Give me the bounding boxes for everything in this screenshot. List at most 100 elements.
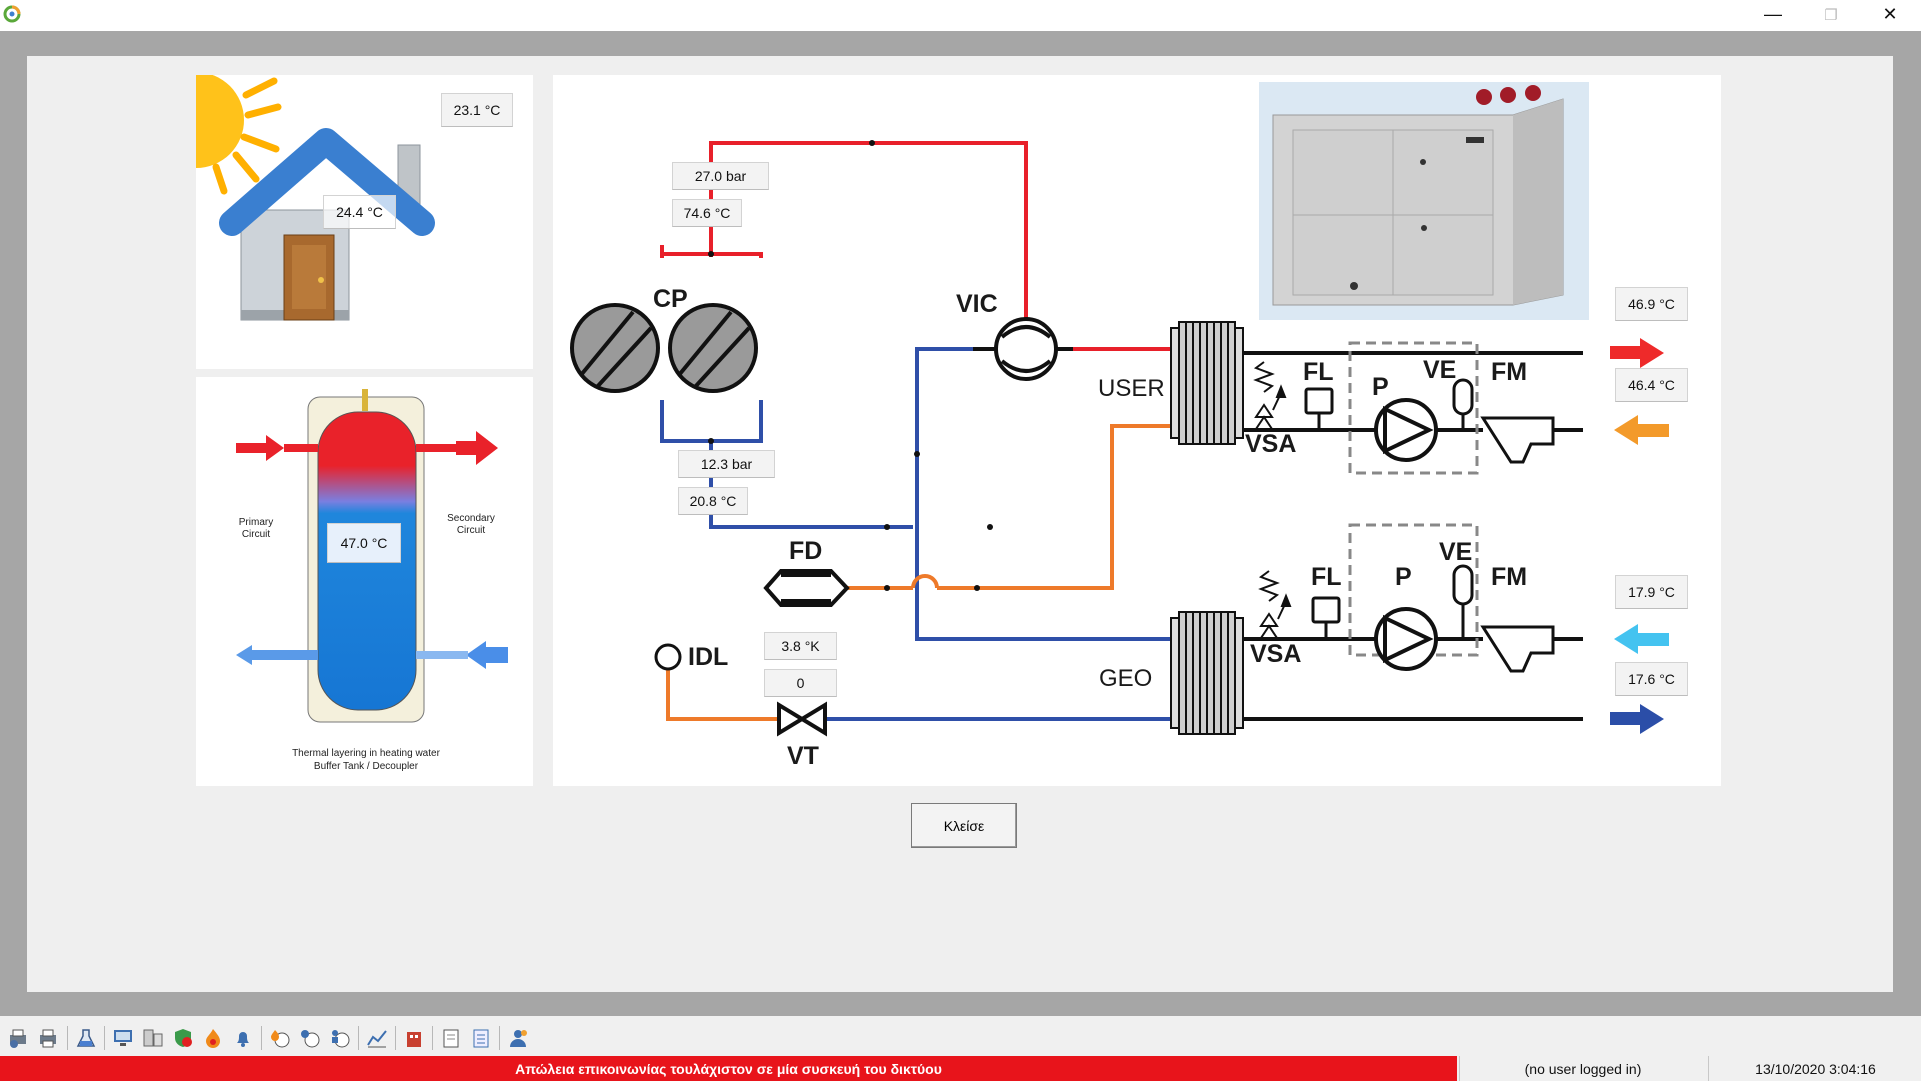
tank-temp-value: 47.0 °C [327, 523, 401, 563]
tank-caption-line1: Thermal layering in heating water [292, 748, 440, 759]
discharge-main-pipe [709, 141, 1028, 325]
compressor-2 [668, 303, 758, 393]
close-window-button[interactable]: ✕ [1882, 4, 1898, 24]
user-to-fd-pipe [937, 424, 1171, 590]
building-icon[interactable] [403, 1027, 425, 1049]
flow-meter-top [1480, 416, 1555, 464]
toolbar-separator [261, 1026, 262, 1050]
user-return-arrow [1614, 415, 1669, 445]
outside-temp-value: 23.1 °C [441, 93, 513, 127]
pump-top [1374, 398, 1438, 462]
filter-drier [763, 569, 850, 607]
maximize-button[interactable]: ❐ [1824, 6, 1838, 24]
safety-valve-top [1253, 361, 1287, 430]
pump-group-top [1348, 341, 1479, 475]
secondary-circuit-label: Secondary Circuit [447, 513, 495, 536]
flow-meter-bottom [1480, 625, 1555, 673]
list-icon[interactable] [470, 1027, 492, 1049]
monitor-icon[interactable] [112, 1027, 134, 1049]
bell-icon[interactable] [232, 1027, 254, 1049]
logged-user-text: (no user logged in) [1459, 1056, 1706, 1081]
secondary-hot-arrow [416, 431, 498, 465]
fire-alarm-icon[interactable] [202, 1027, 224, 1049]
label-fd: FD [789, 537, 823, 565]
pump-bottom [1374, 607, 1438, 671]
label-ve-top: VE [1423, 356, 1457, 384]
refrigerant-circuit-diagram [570, 82, 1669, 737]
suction-pipe [660, 400, 763, 443]
toolbar-separator [67, 1026, 68, 1050]
house-panel: 23.1 °C 24.4 °C [148, 72, 533, 369]
close-button[interactable]: Κλείσε [911, 803, 1017, 848]
vic-to-geo-pipe [915, 347, 1171, 641]
bottom-toolbar [0, 1018, 1921, 1056]
primary-cold-arrow [236, 645, 318, 665]
expansion-vessel-top [1452, 378, 1474, 430]
devices-icon[interactable] [142, 1027, 164, 1049]
buffer-tank-illustration [236, 389, 508, 723]
safety-valve-bottom [1258, 570, 1292, 639]
discharge-pressure-value: 27.0 bar [672, 162, 769, 190]
expansion-vessel-bottom [1452, 564, 1474, 639]
flask-icon[interactable] [75, 1027, 97, 1049]
user-heat-exchanger [1170, 321, 1244, 445]
four-way-valve [973, 317, 1073, 381]
heat-pump-diagram-panel: CP VIC USER FL VE P FM VSA FD IDL VT GEO… [553, 75, 1721, 786]
chart-icon[interactable] [366, 1027, 388, 1049]
settings-print-icon[interactable] [7, 1027, 29, 1049]
valve-opening-value: 0 [764, 669, 837, 697]
notepad-icon[interactable] [440, 1027, 462, 1049]
user-icon[interactable] [507, 1027, 529, 1049]
toolbar-separator [358, 1026, 359, 1050]
label-vt: VT [787, 742, 819, 770]
label-cp: CP [653, 285, 688, 313]
discharge-temp-value: 74.6 °C [672, 199, 742, 227]
sight-glass [654, 643, 682, 671]
title-bar: — ❐ ✕ [0, 0, 1921, 31]
toolbar-separator [395, 1026, 396, 1050]
datetime-text: 13/10/2020 3:04:16 [1708, 1056, 1921, 1081]
print-icon[interactable] [37, 1027, 59, 1049]
primary-circuit-label: Primary Circuit [238, 517, 274, 540]
user-supply-arrow [1610, 338, 1664, 368]
label-ve-bottom: VE [1439, 538, 1473, 566]
shield-alarm-icon[interactable] [172, 1027, 194, 1049]
suction-pressure-value: 12.3 bar [678, 450, 775, 478]
clock-gear-icon[interactable] [299, 1027, 321, 1049]
secondary-cold-arrow [416, 641, 508, 669]
user-in-temp-value: 46.4 °C [1615, 368, 1688, 402]
primary-hot-arrow [236, 435, 318, 461]
tank-caption-line2: Buffer Tank / Decoupler [313, 761, 419, 772]
label-vsa-bottom: VSA [1250, 640, 1302, 668]
label-fm-top: FM [1491, 358, 1528, 386]
label-fm-bottom: FM [1491, 563, 1528, 591]
label-fl-bottom: FL [1311, 563, 1342, 591]
clock-person-icon[interactable] [329, 1027, 351, 1049]
flow-switch-bottom [1311, 596, 1341, 639]
toolbar-separator [432, 1026, 433, 1050]
user-out-temp-value: 46.9 °C [1615, 287, 1688, 321]
suction-temp-value: 20.8 °C [678, 487, 748, 515]
label-fl-top: FL [1303, 358, 1334, 386]
expansion-valve [777, 701, 827, 737]
label-vic: VIC [956, 290, 998, 318]
inside-temp-value: 24.4 °C [323, 195, 396, 229]
compressor-1 [570, 303, 660, 393]
communication-alert-text: Απώλεια επικοινωνίας τουλάχιστον σε μία … [0, 1056, 1457, 1081]
heat-pump-unit-image [1259, 82, 1589, 320]
geo-out-arrow [1610, 704, 1664, 734]
flow-switch-top [1304, 387, 1334, 430]
minimize-button[interactable]: — [1764, 4, 1782, 24]
toolbar-separator [499, 1026, 500, 1050]
label-idl: IDL [688, 643, 729, 671]
superheat-value: 3.8 °K [764, 632, 837, 660]
clock-flame-icon[interactable] [269, 1027, 291, 1049]
idl-to-vt-pipe [666, 669, 779, 721]
sun-icon [148, 72, 282, 195]
label-geo: GEO [1099, 665, 1153, 692]
label-p-bottom: P [1395, 563, 1412, 591]
geo-heat-exchanger [1170, 611, 1244, 735]
label-user: USER [1098, 375, 1165, 402]
toolbar-separator [104, 1026, 105, 1050]
label-vsa-top: VSA [1245, 430, 1297, 458]
